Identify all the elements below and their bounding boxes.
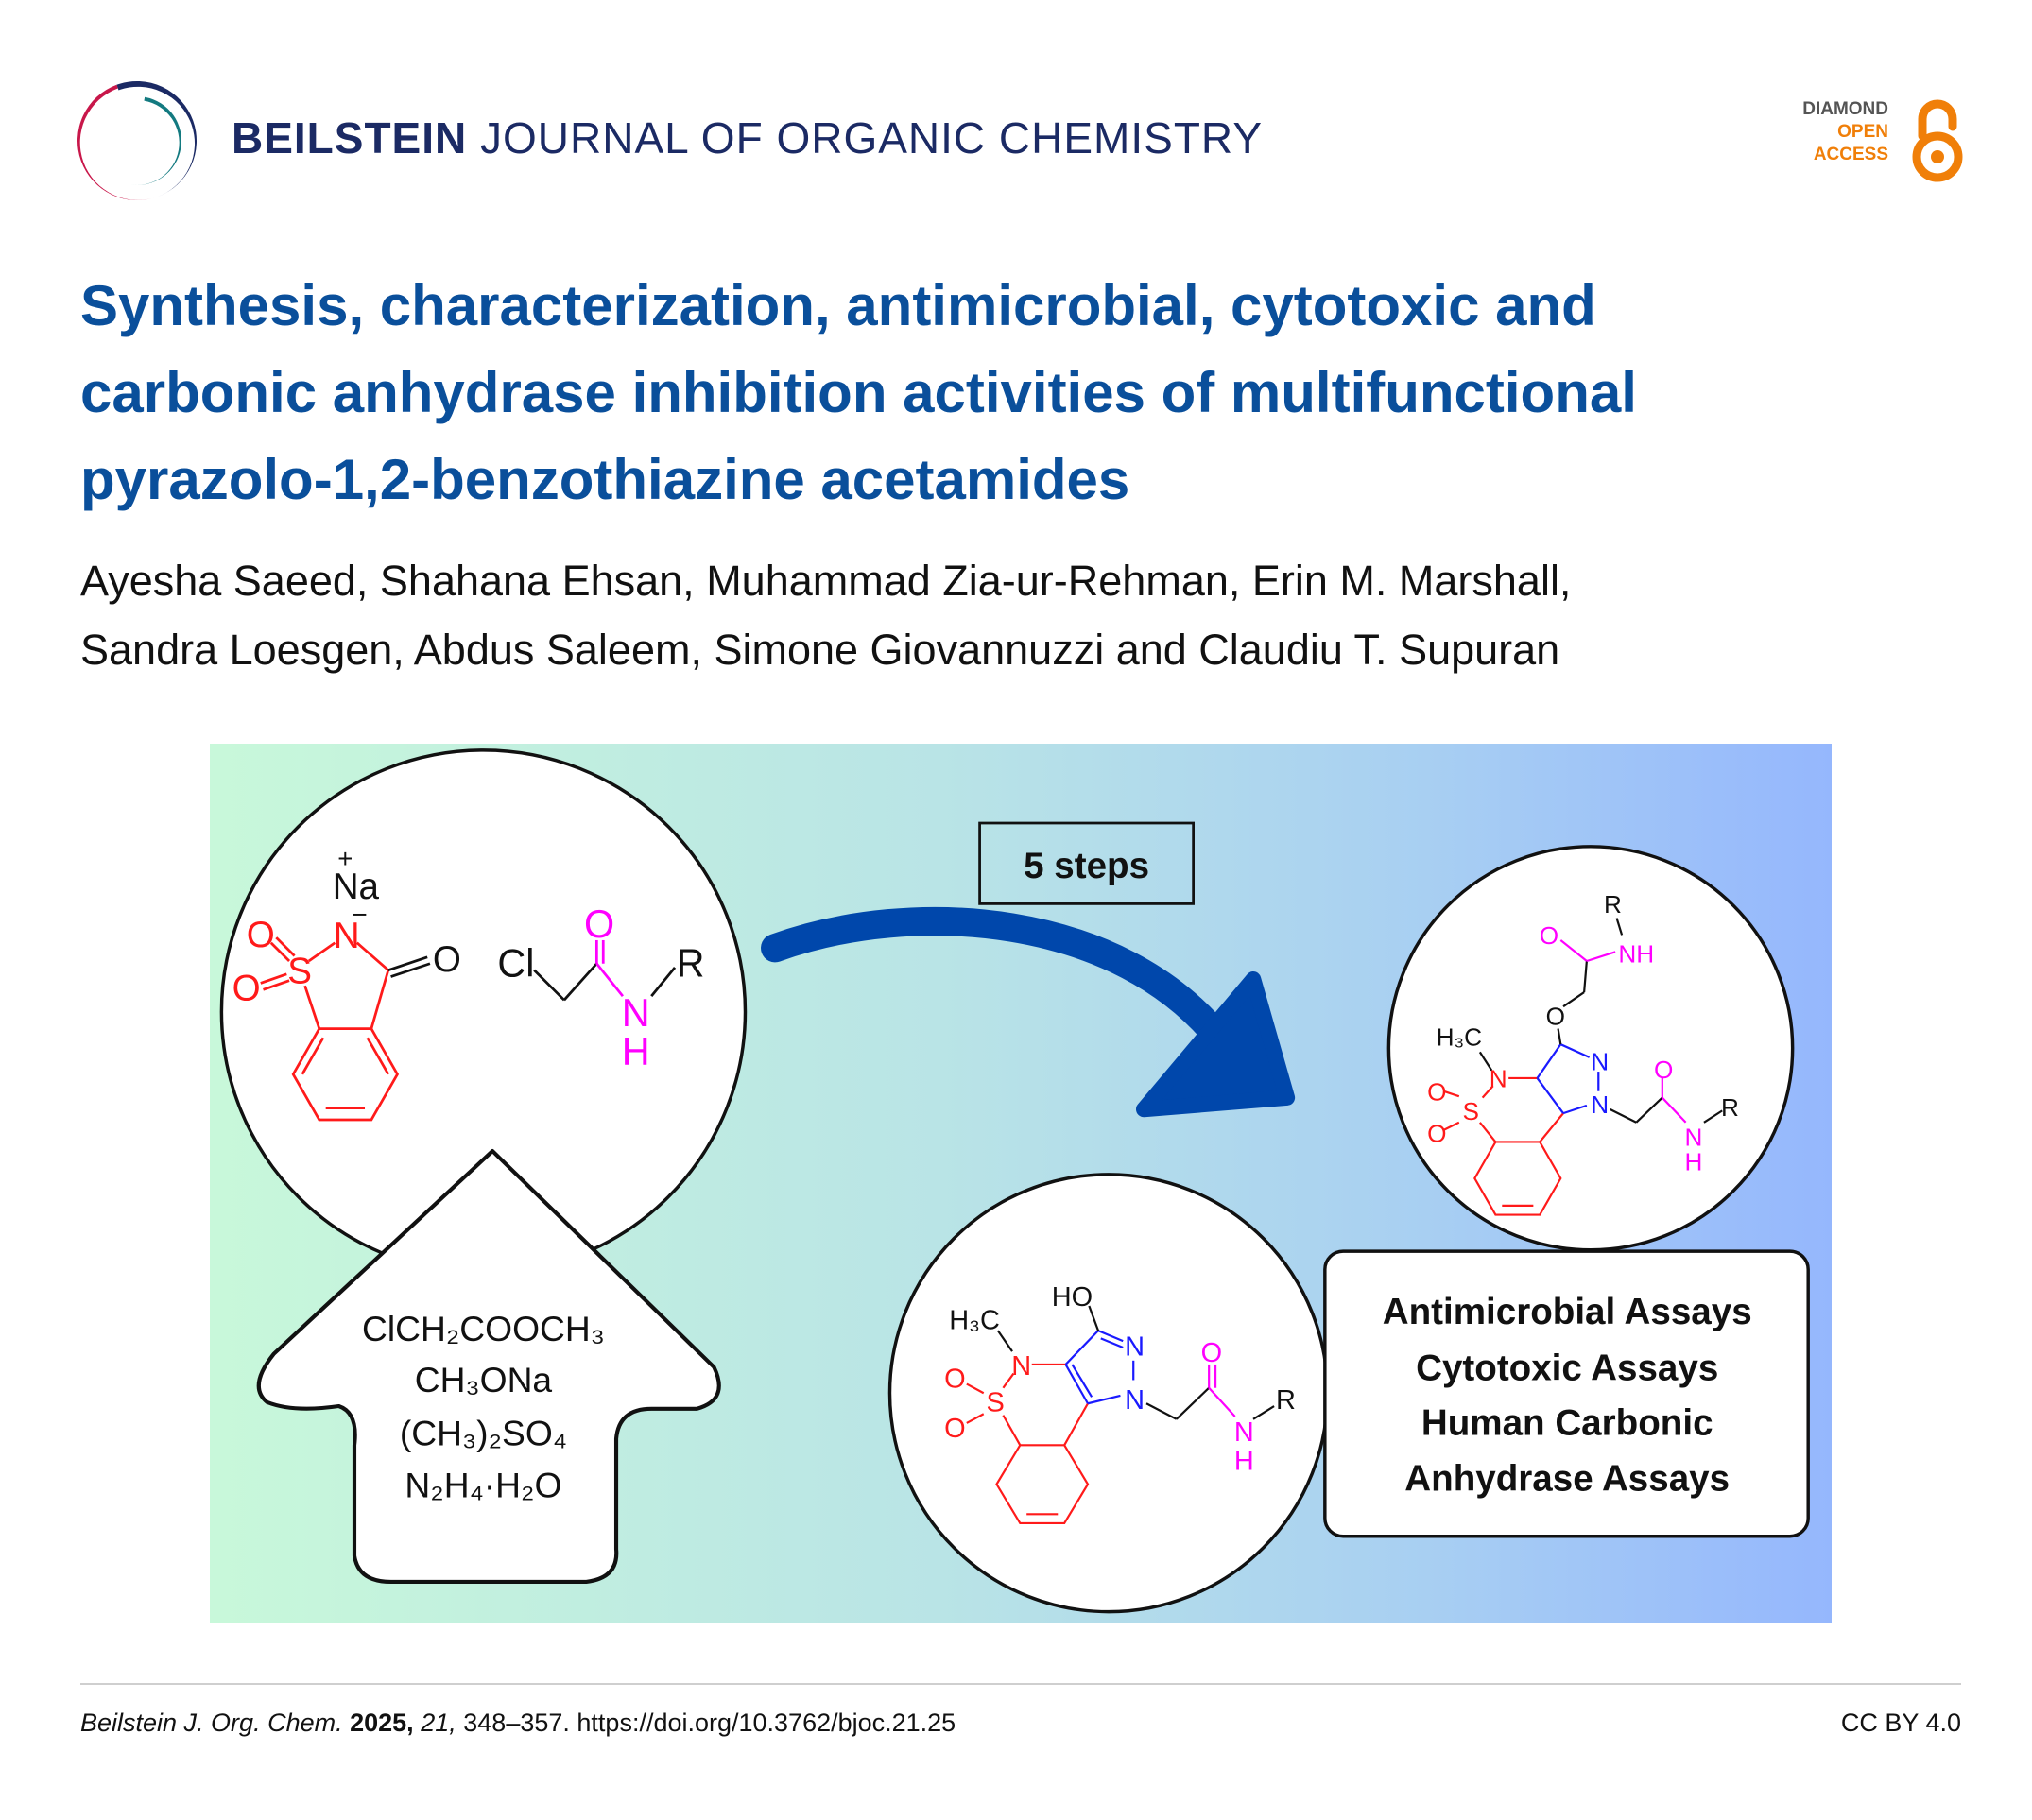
reagent: N₂H₄·H₂O bbox=[405, 1465, 561, 1504]
o-alkylated-product-atom-labels: R NH O O H₃C N S O O N N O N H R bbox=[1427, 890, 1739, 1176]
atom-label: H₃C bbox=[1437, 1023, 1482, 1052]
atom-label: R bbox=[1276, 1385, 1296, 1416]
assay-list: Antimicrobial Assays Cytotoxic Assays Hu… bbox=[1383, 1292, 1752, 1499]
citation-year: 2025, bbox=[350, 1708, 414, 1737]
atom-label: O bbox=[247, 915, 275, 955]
saccharin-sodium-structure bbox=[260, 936, 431, 1122]
reagent: (CH₃)₂SO₄ bbox=[400, 1413, 567, 1452]
chloroacetamide-structure bbox=[533, 939, 677, 1002]
chloroacetamide-atom-labels: Cl O N H R bbox=[497, 902, 704, 1073]
author-line: Sandra Loesgen, Abdus Saleem, Simone Gio… bbox=[80, 626, 1560, 674]
atom-label: O bbox=[1546, 1002, 1565, 1030]
atom-label: O bbox=[433, 939, 461, 980]
assays-box bbox=[1323, 1249, 1810, 1538]
atom-label: N bbox=[1234, 1417, 1254, 1448]
reagent: CH₃ONa bbox=[415, 1360, 553, 1399]
citation-volume: 21, bbox=[421, 1708, 456, 1737]
atom-label: O bbox=[232, 968, 261, 1008]
assay-item: Cytotoxic Assays bbox=[1416, 1348, 1718, 1388]
atom-label: N bbox=[334, 916, 360, 956]
atom-label: HO bbox=[1052, 1282, 1093, 1313]
graphical-abstract: ClCH₂COOCH₃ CH₃ONa (CH₃)₂SO₄ N₂H₄·H₂O S … bbox=[210, 744, 1832, 1623]
steps-box bbox=[978, 821, 1196, 905]
journal-name-bold: BEILSTEIN bbox=[232, 113, 468, 163]
saccharin-atom-labels: S N O O O Na + − bbox=[232, 844, 461, 1008]
badge-line-access: ACCESS bbox=[1813, 145, 1888, 164]
atom-label: H bbox=[1234, 1446, 1254, 1476]
charge-plus: + bbox=[337, 844, 353, 873]
author-list: Ayesha Saeed, Shahana Ehsan, Muhammad Zi… bbox=[80, 546, 1971, 684]
diamond-open-access-badge: DIAMOND OPEN ACCESS bbox=[1777, 98, 1966, 183]
title-line: carbonic anhydrase inhibition activities… bbox=[80, 361, 1637, 424]
author-line: Ayesha Saeed, Shahana Ehsan, Muhammad Zi… bbox=[80, 557, 1572, 605]
atom-label: N bbox=[1684, 1124, 1702, 1152]
atom-label: Na bbox=[333, 867, 380, 907]
atom-label: S bbox=[1462, 1097, 1478, 1125]
journal-logo bbox=[77, 81, 197, 200]
atom-label: N bbox=[1125, 1331, 1145, 1362]
atom-label: N bbox=[1591, 1090, 1609, 1119]
atom-label: N bbox=[1591, 1048, 1609, 1076]
atom-label: R bbox=[1721, 1093, 1739, 1122]
atom-label: O bbox=[1427, 1119, 1446, 1147]
open-lock-icon bbox=[1912, 99, 1963, 182]
footer-divider bbox=[80, 1683, 1961, 1685]
citation: Beilstein J. Org. Chem. 2025, 21, 348–35… bbox=[80, 1708, 956, 1738]
title-line: Synthesis, characterization, antimicrobi… bbox=[80, 274, 1596, 337]
reaction-arrow-icon bbox=[761, 906, 1296, 1118]
title-line: pyrazolo-1,2-benzothiazine acetamides bbox=[80, 448, 1130, 511]
atom-label: Cl bbox=[497, 942, 534, 986]
charge-minus: − bbox=[352, 900, 367, 929]
assay-item: Anhydrase Assays bbox=[1404, 1459, 1730, 1500]
article-title: Synthesis, characterization, antimicrobi… bbox=[80, 263, 1971, 524]
hydroxy-product-structure bbox=[966, 1305, 1275, 1525]
atom-label: N bbox=[1490, 1065, 1507, 1093]
badge-line-diamond: DIAMOND bbox=[1802, 99, 1888, 119]
atom-label: R bbox=[1604, 890, 1622, 919]
atom-label: O bbox=[944, 1414, 966, 1444]
atom-label: O bbox=[1201, 1338, 1223, 1368]
citation-pages: 348–357. bbox=[463, 1708, 570, 1737]
atom-label: R bbox=[677, 942, 705, 986]
license-label[interactable]: CC BY 4.0 bbox=[1840, 1708, 1961, 1737]
doi-link[interactable]: https://doi.org/10.3762/bjoc.21.25 bbox=[577, 1708, 956, 1737]
atom-label: S bbox=[986, 1388, 1004, 1418]
atom-label: H bbox=[1684, 1148, 1702, 1176]
citation-journal: Beilstein J. Org. Chem. bbox=[80, 1708, 343, 1737]
atom-label: O bbox=[1654, 1056, 1673, 1084]
atom-label: O bbox=[584, 902, 614, 946]
journal-name-rest: JOURNAL OF ORGANIC CHEMISTRY bbox=[480, 113, 1263, 163]
assay-item: Human Carbonic bbox=[1421, 1402, 1713, 1443]
journal-name: BEILSTEIN JOURNAL OF ORGANIC CHEMISTRY bbox=[232, 112, 1263, 164]
atom-label: O bbox=[1427, 1077, 1446, 1106]
assay-item: Antimicrobial Assays bbox=[1383, 1292, 1752, 1332]
atom-label: NH bbox=[1618, 939, 1654, 968]
atom-label: O bbox=[944, 1365, 966, 1395]
atom-label: N bbox=[622, 991, 650, 1035]
o-alkylated-product-structure bbox=[1442, 918, 1723, 1216]
reagent: ClCH₂COOCH₃ bbox=[362, 1309, 605, 1348]
atom-label: H₃C bbox=[949, 1306, 1000, 1336]
atom-label: N bbox=[1125, 1385, 1145, 1416]
atom-label: O bbox=[1540, 921, 1558, 950]
reagents-arrow-shape bbox=[256, 1149, 721, 1584]
atom-label: H bbox=[622, 1030, 650, 1073]
reagent-list: ClCH₂COOCH₃ CH₃ONa (CH₃)₂SO₄ N₂H₄·H₂O bbox=[362, 1309, 605, 1504]
steps-label: 5 steps bbox=[1024, 846, 1149, 886]
badge-line-open: OPEN bbox=[1837, 122, 1888, 142]
atom-label: S bbox=[287, 951, 312, 991]
hydroxy-product-atom-labels: HO H₃C N S O O N N O N H R bbox=[944, 1282, 1296, 1477]
atom-label: N bbox=[1011, 1351, 1031, 1382]
